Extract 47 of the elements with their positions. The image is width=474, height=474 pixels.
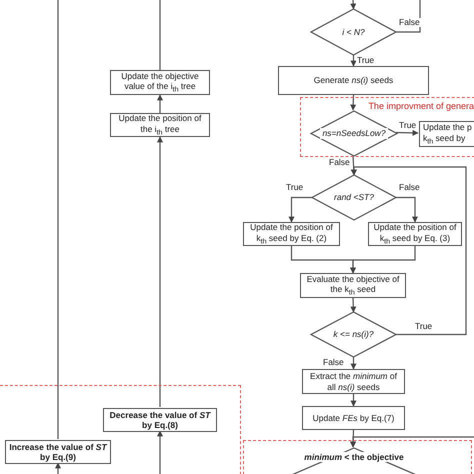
arrow — [350, 94, 356, 111]
edge-label: False — [398, 183, 421, 192]
arrow — [351, 166, 467, 336]
arrow — [350, 154, 357, 176]
arrow — [350, 436, 474, 448]
process-box: Increase the value of ST by Eq.(9) — [5, 440, 111, 464]
decision-diamond: ns=nSeedsLow? — [311, 111, 397, 156]
decision-diamond: rand <ST? — [312, 175, 396, 220]
process-box: Evaluate the objective of the k$_{th}$ seed — [300, 273, 406, 298]
arrow — [350, 246, 416, 274]
arrow — [288, 196, 312, 223]
arrow — [157, 136, 163, 407]
process-box: Generate ns(i) seeds — [278, 66, 429, 95]
edge-label: True — [285, 183, 304, 192]
arrow — [396, 196, 418, 223]
arrow — [350, 394, 356, 407]
arrow — [350, 357, 356, 370]
process-box: Update the position of k$_{th}$ seed by Eq. (2) — [243, 222, 340, 246]
dashed-region — [300, 97, 474, 157]
arrow — [55, 462, 61, 474]
decision-diamond: i < N? — [311, 9, 396, 55]
edge-label: True — [356, 56, 376, 66]
process-box: Update FEs by Eq.(7) — [302, 406, 405, 430]
arrow — [157, 430, 163, 474]
edge-label: True — [414, 322, 434, 332]
arrow — [350, 298, 356, 313]
decision-diamond: k <= ns(i)? — [311, 312, 396, 357]
process-box: Update the objective value of the i$_{th}$ tree — [110, 70, 210, 95]
process-box: Decrease the value of ST by Eq.(8) — [103, 408, 217, 432]
process-box: Update the p k$_{th}$ seed by — [419, 121, 474, 147]
edge-label: False — [322, 358, 345, 368]
arrow — [350, 55, 356, 67]
edge-label: False — [398, 18, 421, 28]
region-title: The improvment of genera — [368, 101, 474, 111]
process-box: Update the position of the i$_{th}$ tree — [110, 113, 210, 137]
connector-line — [159, 0, 161, 70]
process-box: Update the position of k$_{th}$ seed by Eq. (3) — [368, 222, 462, 246]
arrow — [396, 130, 419, 136]
dashed-region — [243, 440, 472, 474]
connector-line — [57, 0, 59, 439]
process-box: Extract the minimum of all ns(i) seeds — [302, 369, 405, 394]
edge-label: True — [398, 121, 418, 130]
edge-label: False — [328, 158, 351, 168]
connector-line — [396, 0, 421, 33]
dashed-region — [0, 385, 241, 474]
arrow — [157, 94, 163, 113]
arrow — [350, 0, 356, 10]
